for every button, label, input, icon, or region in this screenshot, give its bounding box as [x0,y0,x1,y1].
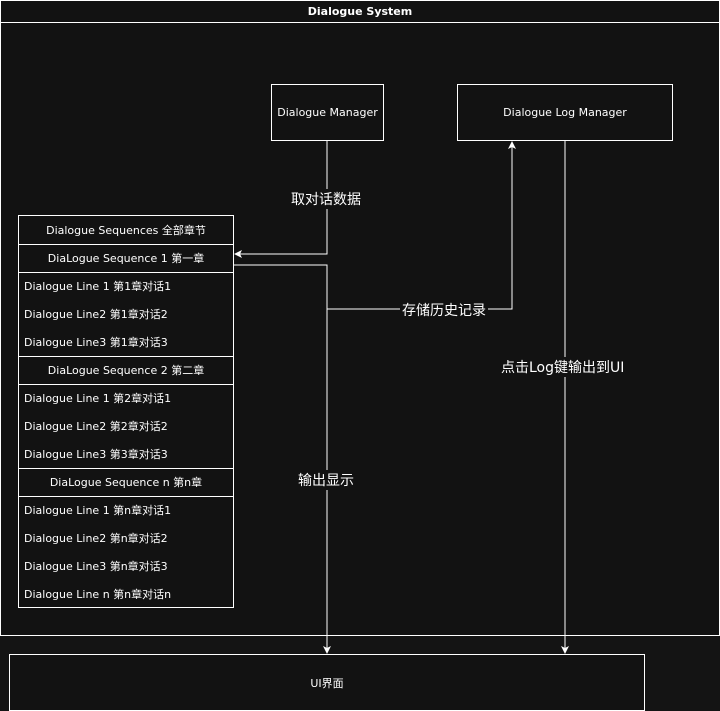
sequence-header: DiaLogue Sequence 2 第二章 [47,364,205,377]
sequence-divider [19,468,233,469]
edge-label-output: 输出显示 [296,470,356,490]
log-manager-label: Dialogue Log Manager [503,106,627,119]
sequence-divider [19,356,233,357]
dialogue-line: Dialogue Line 1 第1章对话1 [24,280,172,293]
dialogue-line: Dialogue Line2 第2章对话2 [24,420,168,433]
edge-label-fetch: 取对话数据 [289,189,363,209]
ui-node: UI界面 [9,654,645,711]
sequence-divider [19,496,233,497]
sequence-divider [19,272,233,273]
ui-label: UI界面 [310,676,344,690]
dialogue-line: Dialogue Line2 第1章对话2 [24,308,168,321]
log-manager-node: Dialogue Log Manager [457,84,673,141]
system-title: Dialogue System [1,1,719,23]
dialogue-line: Dialogue Line 1 第n章对话1 [24,504,172,517]
edge-label-store: 存储历史记录 [400,300,488,320]
dialogue-line: Dialogue Line3 第3章对话3 [24,448,168,461]
dialogue-sequences-list: Dialogue Sequences 全部章节 DiaLogue Sequenc… [18,215,234,608]
dialogue-line: Dialogue Line3 第n章对话3 [24,560,168,573]
dialogue-manager-label: Dialogue Manager [277,106,378,119]
edge-label-log-output: 点击Log键输出到UI [499,357,627,377]
dialogue-line: Dialogue Line 1 第2章对话1 [24,392,172,405]
sequence-header: DiaLogue Sequence n 第n章 [49,476,203,489]
sequence-header: DiaLogue Sequence 1 第一章 [47,252,205,265]
sequences-header: Dialogue Sequences 全部章节 [46,224,206,237]
dialogue-line: Dialogue Line n 第n章对话n [24,588,172,601]
sequence-divider [19,244,233,245]
dialogue-line: Dialogue Line2 第n章对话2 [24,532,168,545]
dialogue-line: Dialogue Line3 第1章对话3 [24,336,168,349]
dialogue-manager-node: Dialogue Manager [271,84,384,141]
sequence-divider [19,384,233,385]
